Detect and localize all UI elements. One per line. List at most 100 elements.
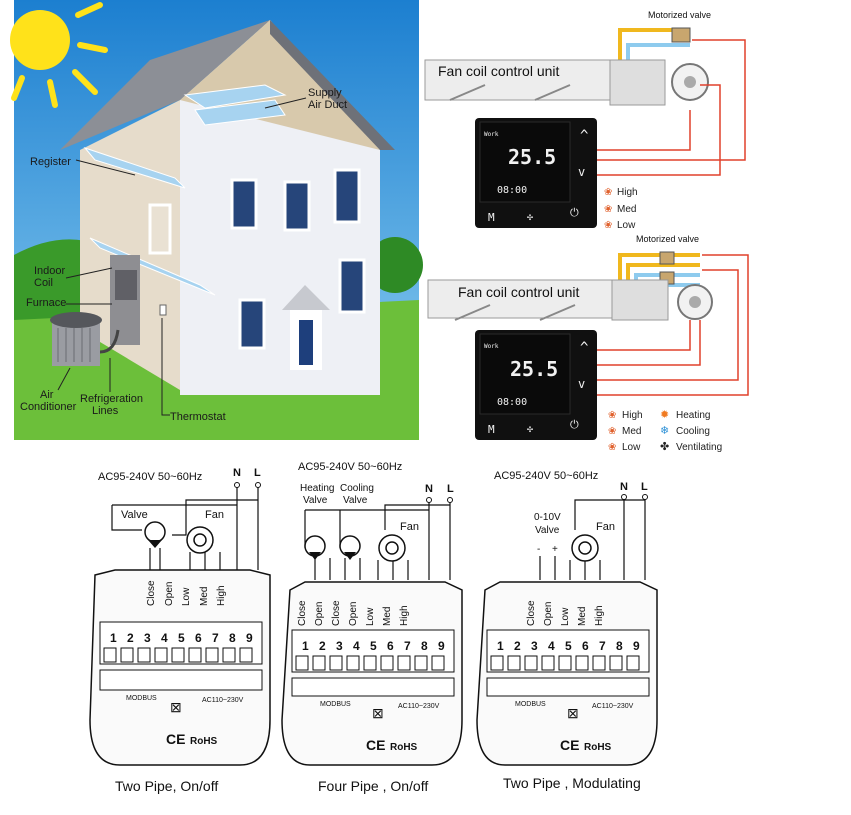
unit-vents: [449, 84, 571, 101]
ce-mark: CE: [166, 731, 185, 747]
speed-low-label: Low: [622, 442, 641, 453]
air-conditioner-unit: [50, 312, 102, 366]
terminal-screws: [295, 655, 445, 671]
wiring-diagram-two-pipe-modulating: AC95-240V 50~60Hz N L 0-10V Valve - + Fa…: [476, 470, 658, 791]
fan-high-icon: ❀: [608, 410, 616, 421]
live-label: L: [641, 481, 648, 493]
up-arrow-button[interactable]: ^: [580, 340, 588, 356]
diagram-caption: Two Pipe , Modulating: [503, 775, 641, 791]
neutral-label: N: [425, 483, 433, 495]
tree: [367, 237, 423, 293]
diagram-caption: Two Pipe, On/off: [115, 778, 218, 794]
terminal-number: 1: [497, 639, 504, 653]
fan-button-icon[interactable]: ✣: [527, 424, 533, 435]
attic-gable: [180, 20, 380, 150]
thermostat-back-housing: [281, 581, 463, 766]
mode-m-button[interactable]: M: [488, 211, 495, 224]
neutral-label: N: [233, 467, 241, 479]
indoor-coil-label: Indoor Coil: [34, 265, 68, 289]
mode-m-button[interactable]: M: [488, 423, 495, 436]
fan-med-icon: ❀: [604, 204, 612, 215]
power-button-icon[interactable]: ⏻: [570, 206, 579, 219]
down-arrow-button[interactable]: v: [578, 377, 585, 391]
terminal-number: 4: [353, 639, 360, 653]
polarity-minus: -: [537, 544, 540, 555]
terminal-dot: [447, 497, 453, 503]
fan-coil-unit-label: Fan coil control unit: [438, 63, 560, 79]
ce-mark: CE: [366, 737, 385, 753]
speed-med-label: Med: [622, 426, 641, 437]
valve-icon: [144, 521, 166, 548]
terminal-number: 6: [582, 639, 589, 653]
terminal-open-label: Open: [543, 602, 554, 626]
label-strip: [99, 669, 263, 691]
terminal-number: 5: [565, 639, 572, 653]
lcd-clock: 08:00: [497, 397, 527, 408]
terminal-med-label: Med: [199, 587, 210, 606]
terminal-number: 1: [302, 639, 309, 653]
porch-roof: [282, 285, 330, 310]
rohs-mark: RoHS: [584, 742, 612, 753]
terminal-close-label: Close: [331, 600, 342, 626]
terminal-number: 9: [633, 639, 640, 653]
terminal-number: 2: [514, 639, 521, 653]
supply-voltage-label: AC95-240V 50~60Hz: [494, 470, 598, 482]
wires: [304, 500, 451, 580]
terminal-dot: [255, 482, 261, 488]
unit-vents: [454, 304, 576, 321]
fan-motor-icon: [186, 526, 214, 554]
blower-hub: [689, 296, 701, 308]
lcd-temperature: 25.5: [508, 145, 556, 169]
motorized-valve-icon: [659, 251, 675, 265]
up-arrow-button[interactable]: ^: [580, 128, 588, 144]
live-label: L: [447, 483, 454, 495]
rohs-mark: RoHS: [390, 742, 418, 753]
weee-bin-icon: ⊠: [170, 699, 182, 715]
terminal-number: 6: [195, 631, 202, 645]
front-door: [299, 320, 313, 365]
supply-air-duct-label: Supply Air Duct: [308, 87, 347, 111]
wiring-diagram-four-pipe-onoff: AC95-240V 50~60Hz N L Heating Valve Cool…: [281, 461, 463, 794]
terminal-close-label: Close: [526, 600, 537, 626]
power-button-icon[interactable]: ⏻: [570, 418, 579, 431]
fan-med-icon: ❀: [608, 426, 616, 437]
leader-lines: [57, 97, 307, 416]
voltage-rating-label: AC110~230V: [202, 697, 244, 704]
thermostat-back-housing: [476, 581, 658, 766]
voltage-rating-label: AC110~230V: [398, 703, 440, 710]
terminal-close-label: Close: [146, 580, 157, 606]
fan-button-icon[interactable]: ✣: [527, 212, 533, 223]
terminal-number: 4: [161, 631, 168, 645]
fan-label: Fan: [400, 521, 419, 533]
heating-valve-icon: [304, 535, 326, 560]
refrigeration-lines: [99, 329, 120, 354]
sun-icon: [10, 2, 108, 108]
down-arrow-button[interactable]: v: [578, 165, 585, 179]
fan-motor-icon: [571, 534, 599, 562]
wires: [539, 497, 646, 580]
modbus-label: MODBUS: [320, 701, 351, 708]
modulating-valve-label: 0-10V Valve: [534, 512, 563, 536]
terminal-number: 9: [246, 631, 253, 645]
lcd-mode: Work: [484, 131, 499, 138]
cooling-valve-label: Cooling Valve: [340, 483, 377, 506]
terminal-number: 2: [319, 639, 326, 653]
terminal-low-label: Low: [181, 587, 192, 606]
terminal-high-label: High: [594, 605, 605, 626]
lcd-temperature: 25.5: [510, 357, 558, 381]
control-wires: [595, 254, 749, 396]
terminal-med-label: Med: [577, 607, 588, 626]
speed-high-label: High: [617, 187, 638, 198]
fan-coil-panel-2: Motorized valve Fan coil control unit Wo…: [427, 234, 749, 453]
terminal-number: 3: [531, 639, 538, 653]
fan-low-icon: ❀: [604, 220, 612, 231]
terminal-med-label: Med: [382, 607, 393, 626]
terminal-number: 3: [144, 631, 151, 645]
terminal-high-label: High: [216, 585, 227, 606]
sun-icon: ✹: [660, 409, 669, 421]
fan-label: Fan: [205, 509, 224, 521]
wires: [111, 485, 259, 570]
fan-coil-unit-box: [427, 279, 614, 319]
terminal-number: 5: [370, 639, 377, 653]
